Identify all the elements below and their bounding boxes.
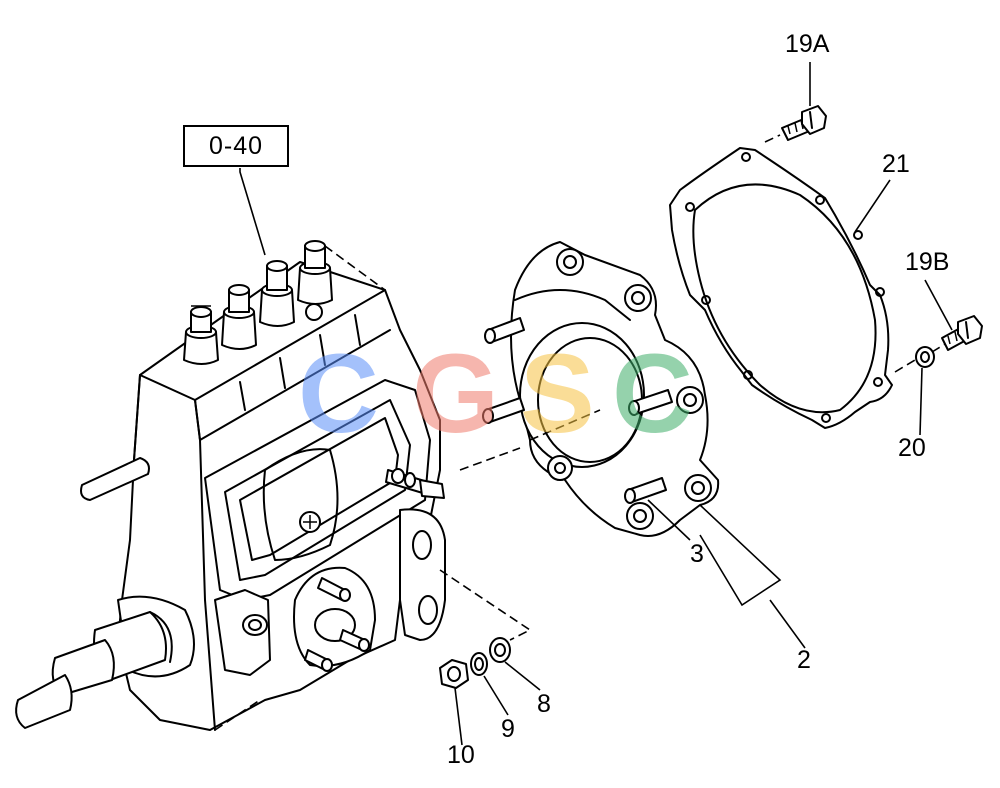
gasket [669, 147, 893, 429]
watermark-letter-g: G [412, 331, 500, 456]
flange-studs [482, 317, 673, 504]
washer-20 [915, 346, 935, 368]
watermark-letter-c2: C [612, 331, 693, 456]
bolt-19b [941, 315, 983, 351]
callout-10: 10 [447, 741, 475, 769]
nut-10 [439, 659, 469, 689]
governor-studs [304, 577, 370, 672]
inspection-cover [204, 379, 431, 601]
reference-box: 0-40 [183, 125, 289, 167]
spring-washer-9 [470, 652, 488, 676]
pump-flange [482, 241, 720, 537]
watermark-letter-s: S [520, 331, 595, 456]
callout-2: 2 [797, 646, 811, 674]
bolt-19a [781, 105, 827, 141]
callout-9: 9 [501, 715, 515, 743]
callout-19a: 19A [785, 30, 830, 58]
watermark-letter-c1: C [298, 331, 379, 456]
injection-pump [15, 261, 446, 731]
drive-shaft [15, 595, 195, 729]
callout-21: 21 [882, 150, 910, 178]
washer-8 [489, 637, 511, 663]
callout-20: 20 [898, 434, 926, 462]
delivery-valve-holders [183, 240, 386, 365]
callout-3: 3 [690, 540, 704, 568]
callout-8: 8 [537, 690, 551, 718]
callout-19b: 19B [905, 248, 950, 276]
